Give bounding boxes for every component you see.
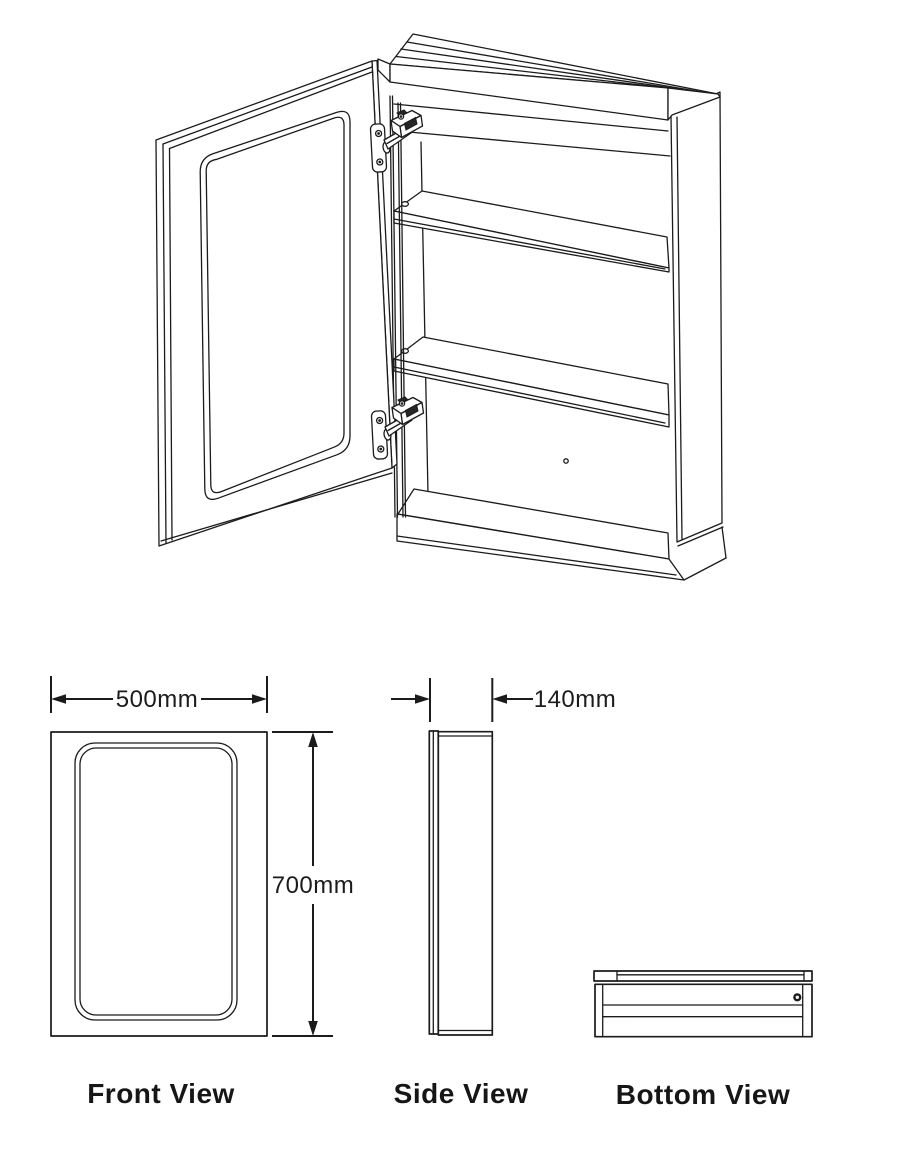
shelf-lower — [393, 336, 670, 428]
bottom-view-body — [594, 983, 813, 1038]
height-dimension-label: 700mm — [272, 872, 355, 899]
back-panel-hole — [563, 458, 569, 464]
arrowhead-down — [308, 1021, 318, 1036]
mirror-outline-outer — [199, 110, 351, 501]
front-view-label: Front View — [87, 1078, 235, 1109]
arrowhead-right — [415, 694, 430, 704]
side-view-label: Side View — [394, 1078, 529, 1109]
side-view-cabinet-body — [437, 730, 494, 1036]
crown-top-cap — [377, 33, 721, 121]
arrowhead-left — [51, 694, 66, 704]
hinge-upper — [369, 109, 424, 173]
right-side-panel — [670, 91, 724, 547]
width-dimension-label: 500mm — [116, 686, 199, 713]
height-dimension: 700mm — [272, 731, 355, 1037]
front-view-mirror-outer — [74, 742, 238, 1021]
left-panel-edges — [389, 95, 407, 518]
front-view: 500mm 700mm — [50, 676, 355, 1037]
arrowhead-right — [252, 694, 267, 704]
bottom-view-label: Bottom View — [616, 1079, 791, 1110]
cabinet-bottom — [396, 488, 727, 581]
cabinet-top-rail — [393, 103, 671, 157]
width-dimension: 500mm — [50, 676, 268, 713]
mirror-door — [155, 59, 398, 547]
shelf-pin — [400, 201, 410, 207]
depth-dimension-label: 140mm — [534, 686, 617, 713]
front-view-cabinet-outline — [50, 731, 268, 1037]
bottom-view-door-bar — [593, 970, 813, 982]
arrowhead-up — [308, 732, 318, 747]
isometric-view — [155, 33, 727, 581]
bottom-view — [593, 970, 813, 1038]
arrowhead-left — [492, 694, 507, 704]
shelf-pin — [400, 348, 410, 354]
shelf-upper — [393, 190, 670, 273]
mirror-outline-inner — [205, 116, 345, 494]
side-view: 140mm — [391, 678, 616, 1036]
depth-dimension: 140mm — [391, 678, 616, 722]
bottom-view-hole — [793, 993, 802, 1002]
front-view-mirror-inner — [79, 747, 233, 1016]
